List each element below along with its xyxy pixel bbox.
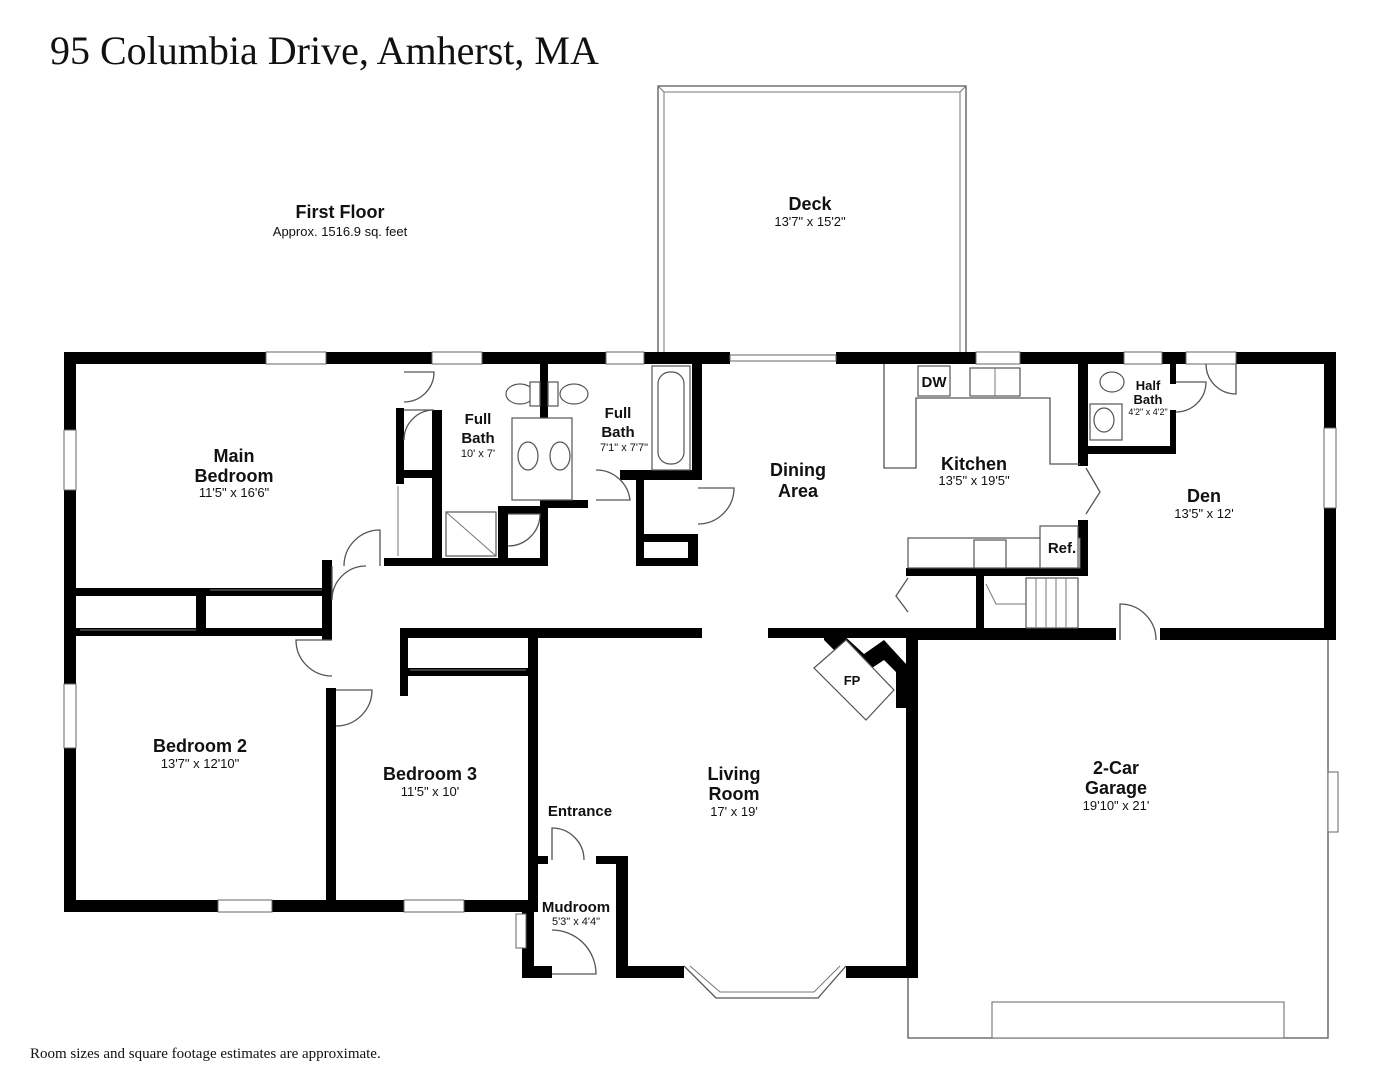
windows	[63, 351, 1339, 949]
main-bedroom-name-2: Bedroom	[194, 466, 273, 486]
walls	[64, 352, 1336, 978]
kitchen-counters	[883, 364, 1081, 569]
kitchen-dims: 13'5" x 19'5"	[938, 473, 1010, 488]
main-bedroom-name-1: Main	[213, 446, 254, 466]
bath-fixtures	[445, 365, 1125, 557]
dishwasher-label: DW	[922, 374, 948, 391]
bedroom-2-dims: 13'7" x 12'10"	[161, 756, 240, 771]
deck-name: Deck	[788, 194, 832, 214]
half-bath-name-2: Bath	[1134, 392, 1163, 407]
full-bath-1-name-2: Bath	[461, 430, 494, 447]
garage-name-1: 2-Car	[1093, 758, 1139, 778]
kitchen-name: Kitchen	[941, 454, 1007, 474]
stairs	[985, 577, 1079, 629]
living-room-name-2: Room	[709, 784, 760, 804]
full-bath-1-dims: 10' x 7'	[461, 448, 495, 460]
page-title: 95 Columbia Drive, Amherst, MA	[50, 28, 599, 73]
full-bath-2-name-2: Bath	[601, 424, 634, 441]
closet-doors	[80, 486, 526, 671]
entrance-name: Entrance	[548, 803, 612, 820]
bay-window	[683, 965, 847, 999]
den-name: Den	[1187, 486, 1221, 506]
fireplace-label: FP	[844, 673, 861, 688]
living-room-name-1: Living	[708, 764, 761, 784]
mudroom-dims: 5'3" x 4'4"	[552, 916, 600, 928]
refrigerator-label: Ref.	[1048, 540, 1076, 557]
floor-name: First Floor	[296, 202, 385, 222]
main-bedroom-dims: 11'5" x 16'6"	[199, 485, 270, 500]
full-bath-1-name-1: Full	[465, 411, 492, 428]
dining-area-name-1: Dining	[770, 460, 826, 480]
footnote: Room sizes and square footage estimates …	[30, 1046, 381, 1062]
garage-name-2: Garage	[1085, 778, 1147, 798]
full-bath-2-name-1: Full	[605, 405, 632, 422]
bedroom-3-name: Bedroom 3	[383, 764, 477, 784]
mudroom-name: Mudroom	[542, 899, 610, 916]
living-room-dims: 17' x 19'	[710, 804, 758, 819]
dining-area-name-2: Area	[778, 481, 819, 501]
garage-outline	[907, 638, 1329, 1039]
garage-dims: 19'10" x 21'	[1083, 798, 1150, 813]
deck-outline	[657, 85, 967, 352]
bedroom-2-name: Bedroom 2	[153, 736, 247, 756]
floor-area: Approx. 1516.9 sq. feet	[273, 224, 408, 239]
fireplace-hearth	[813, 639, 895, 721]
den-dims: 13'5" x 12'	[1174, 506, 1233, 521]
bedroom-3-dims: 11'5" x 10'	[401, 784, 460, 799]
full-bath-2-dims: 7'1" x 7'7"	[600, 442, 648, 454]
half-bath-name-1: Half	[1136, 378, 1161, 393]
half-bath-dims: 4'2" x 4'2"	[1128, 407, 1167, 417]
deck-dims: 13'7" x 15'2"	[774, 214, 846, 229]
doors	[295, 363, 1237, 975]
